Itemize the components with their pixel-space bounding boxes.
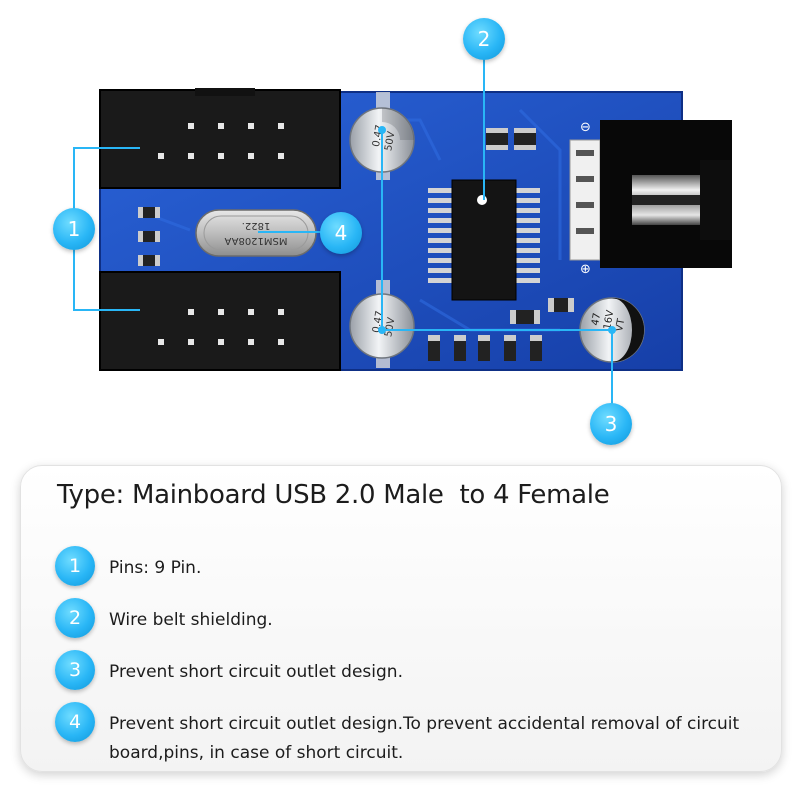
feature-number-badge: 3: [55, 650, 95, 690]
capacitor-bottom-label-2: 50V: [383, 317, 397, 338]
smd-components-left: [138, 207, 160, 266]
product-type-title: Type: Mainboard USB 2.0 Male to 4 Female: [57, 480, 610, 510]
feature-number-badge: 1: [55, 546, 95, 586]
spec-card: Type: Mainboard USB 2.0 Male to 4 Female…: [20, 465, 782, 772]
crystal-label-1: 1822.: [242, 220, 271, 231]
crystal-label-2: MSM1208AA: [224, 235, 287, 246]
feature-text: Prevent short circuit outlet design.To p…: [109, 714, 740, 763]
product-illustration: 1822. MSM1208AA 0.47 50V 0.47 50V: [53, 18, 732, 445]
feature-text: Pins: 9 Pin.: [109, 558, 202, 578]
feature-number-badge: 4: [55, 702, 95, 742]
capacitor-right-label-1: 47: [590, 312, 603, 326]
circuit-board-image: 1822. MSM1208AA 0.47 50V 0.47 50V: [73, 40, 732, 420]
feature-number-badge: 2: [55, 598, 95, 638]
callout-end-dots: [378, 126, 616, 334]
smd-components-right: [428, 128, 574, 361]
callout-badge-2: 2: [463, 18, 505, 60]
usb-connector: ⊖ ⊕: [569, 120, 732, 277]
minus-marking: ⊖: [580, 120, 591, 135]
capacitor-right-label-3: VT: [614, 317, 627, 333]
capacitor-right-label-2: 16V: [602, 309, 616, 330]
pin-header-top: [99, 88, 341, 189]
callout-badge-4: 4: [320, 212, 362, 254]
feature-text: Wire belt shielding.: [109, 610, 273, 630]
callout-badge-3: 3: [590, 403, 632, 445]
capacitor-top-label-2: 50V: [383, 131, 397, 152]
plus-marking: ⊕: [580, 262, 591, 277]
pin-header-bottom: [99, 271, 341, 371]
callout-badge-1: 1: [53, 208, 95, 250]
feature-text: Prevent short circuit outlet design.: [109, 662, 403, 682]
